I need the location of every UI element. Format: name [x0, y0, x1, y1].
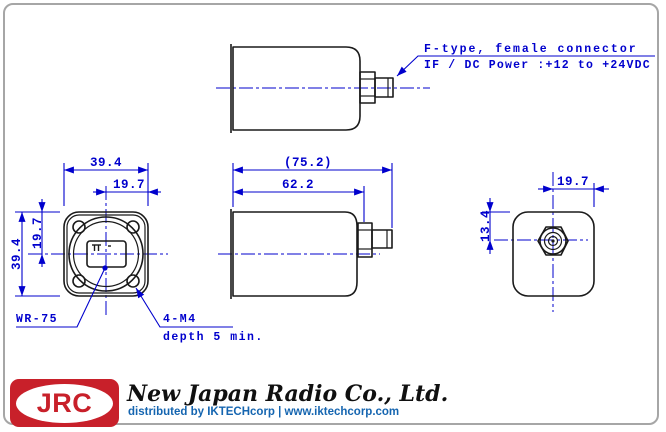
connector-annotation: F-type, female connector IF / DC Power :…	[396, 43, 655, 77]
dim-front-half-width: 19.7	[113, 178, 145, 192]
company-name: New Japan Radio Co., Ltd.	[127, 381, 449, 407]
dim-body-length: 62.2	[282, 178, 314, 192]
bolt-callout: 4-M4 depth 5 min.	[135, 287, 264, 344]
flange-boss-inner	[72, 220, 140, 288]
top-view	[216, 44, 430, 133]
side-view-body	[232, 211, 358, 297]
top-view-body	[232, 46, 361, 131]
rear-connector	[537, 226, 569, 256]
rear-body	[512, 211, 595, 297]
dim-rear-connector-offset: 13.4	[479, 210, 493, 242]
connector-note-line1: F-type, female connector	[424, 43, 638, 56]
side-view-connector	[357, 222, 393, 258]
front-view-top-dimensions: 39.4 19.7	[63, 156, 161, 206]
connector-leader-line	[396, 55, 655, 77]
rear-view-dimensions: 19.7 13.4	[479, 175, 609, 254]
bolt-label: 4-M4	[163, 313, 197, 326]
front-view-left-dimensions: 39.4 19.7	[10, 199, 60, 297]
bolt-depth-label: depth 5 min.	[163, 331, 264, 344]
sheet-border	[3, 3, 659, 425]
flange-boss-outer	[68, 216, 144, 292]
dim-front-height: 39.4	[10, 238, 24, 270]
side-view-dimensions: (75.2) 62.2	[232, 156, 393, 228]
side-view: (75.2) 62.2	[218, 156, 393, 299]
polarization-mark	[92, 244, 111, 251]
waveguide-label: WR-75	[16, 313, 58, 326]
jrc-logo-text: JRC	[36, 387, 93, 418]
dim-overall-length: (75.2)	[284, 156, 332, 170]
rear-view: 19.7 13.4	[479, 172, 609, 312]
jrc-logo: JRC	[10, 379, 119, 427]
front-view: 39.4 19.7 39.4 19.7 WR-75	[10, 156, 264, 344]
distributor-line: distributed by IKTECHcorp | www.iktechco…	[128, 406, 400, 418]
jrc-logo-ellipse: JRC	[16, 383, 113, 423]
waveguide-callout: WR-75	[16, 265, 108, 328]
dim-front-half-height: 19.7	[31, 217, 45, 249]
connector-note-line2: IF / DC Power :+12 to +24VDC	[424, 59, 651, 72]
flange-inner-edge	[66, 214, 146, 294]
top-view-connector	[359, 71, 394, 104]
dim-rear-half-width: 19.7	[557, 175, 589, 189]
dim-front-width: 39.4	[90, 156, 122, 170]
bolt-holes	[72, 220, 140, 288]
flange-outer-edge	[63, 211, 149, 297]
